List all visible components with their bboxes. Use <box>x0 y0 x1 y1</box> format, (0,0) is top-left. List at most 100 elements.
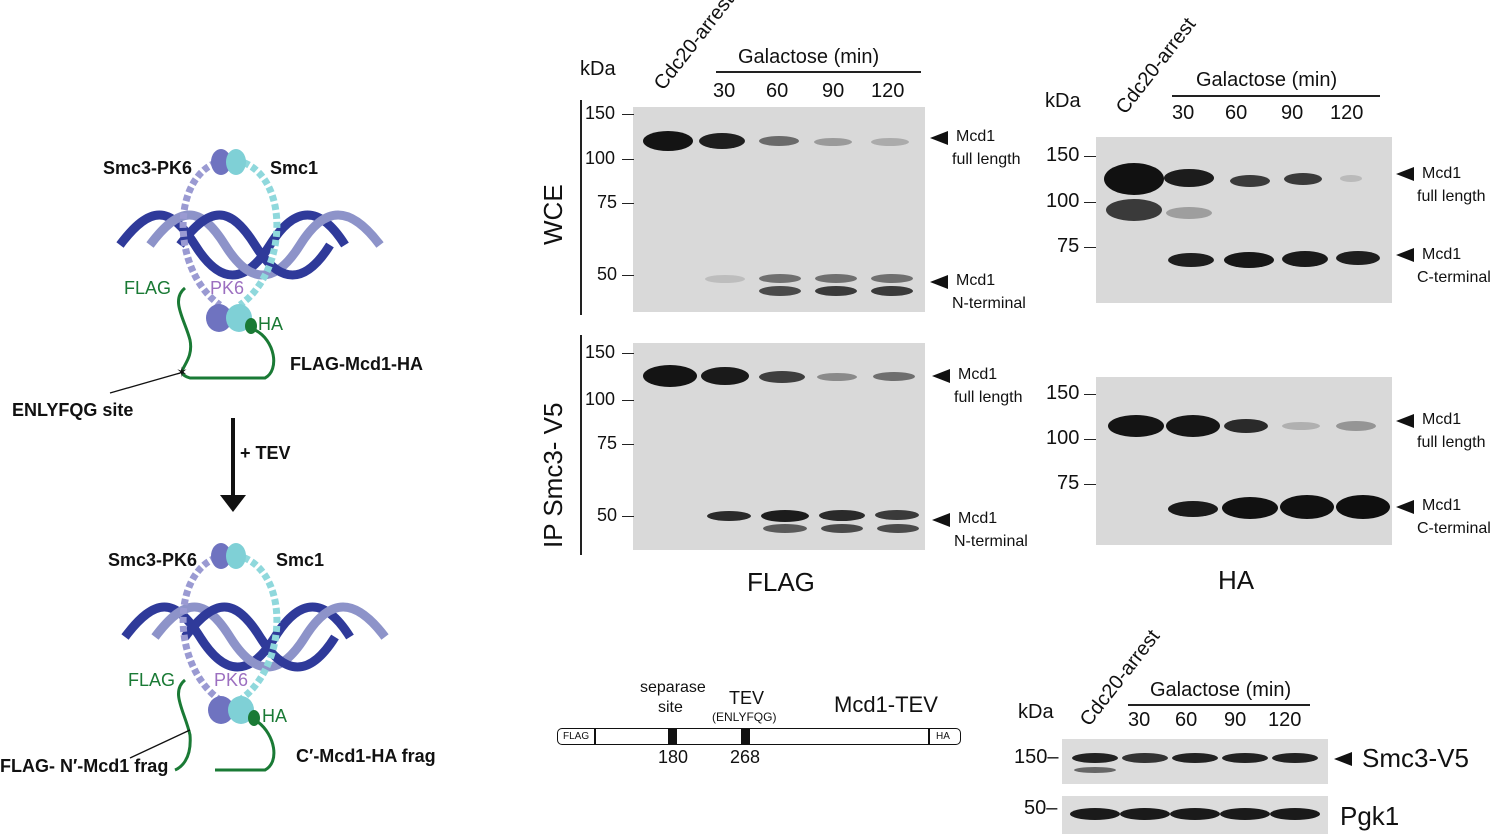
flag-wce-marker-100: 100 <box>585 148 616 168</box>
ha-ip-marker-150: 150 <box>1046 382 1080 404</box>
row-label-ip: IP Smc3- V5 <box>538 402 568 548</box>
c-frag-strand <box>215 720 276 772</box>
flag-ip-nt-line2: N-terminal <box>954 533 1028 550</box>
ha-ip-marker-75: 75 <box>1057 472 1080 494</box>
galactose-label-loading: Galactose (min) <box>1150 679 1292 701</box>
smc1-hinge-bottom <box>226 543 246 569</box>
flag-ip-marker-75: 75 <box>597 433 618 453</box>
n-frag-label: FLAG- N′-Mcd1 frag <box>0 756 169 776</box>
smc3-label-top: Smc3-PK6 <box>103 158 193 178</box>
flag-label-top: FLAG <box>124 278 172 298</box>
c-frag-label: C′-Mcd1-HA frag <box>296 746 436 766</box>
tev-arrow-label: + TEV <box>240 443 291 463</box>
mcd1-strand-top <box>177 286 276 380</box>
smc1-label-bottom: Smc1 <box>276 550 325 570</box>
loading-marker-50: 50– <box>1024 797 1058 819</box>
ha-ip-fl-line1: Mcd1 <box>1422 411 1462 428</box>
ha-wce-ct-arrow <box>1396 248 1414 262</box>
time-90-ha: 90 <box>1281 102 1304 124</box>
smc3-arm-bottom <box>179 551 226 703</box>
time-90-flag: 90 <box>822 80 845 102</box>
ha-wce-marker-150: 150 <box>1046 144 1080 166</box>
dna-helix-top <box>116 210 384 280</box>
ha-label-bottom: HA <box>262 706 288 726</box>
construct-label-top: FLAG-Mcd1-HA <box>290 354 423 374</box>
ha-ip-marker-100: 100 <box>1046 427 1080 449</box>
kda-label-flag: kDa <box>580 58 616 80</box>
smc3-v5-arrow <box>1334 752 1352 766</box>
tev-arrow-head <box>220 495 246 512</box>
time-120-flag: 120 <box>871 80 905 102</box>
flag-wce-fl-line2: full length <box>952 151 1021 168</box>
n-frag-strand <box>174 678 192 772</box>
smc3-head-top <box>206 304 232 332</box>
smc1-label-top: Smc1 <box>270 158 319 178</box>
smc3-v5-label: Smc3-V5 <box>1362 743 1469 773</box>
time-60-flag: 60 <box>766 80 789 102</box>
time-120-ha: 120 <box>1330 102 1364 124</box>
ha-wce-ct-line2: C-terminal <box>1417 269 1491 286</box>
flag-wce-fl-arrow <box>930 131 948 145</box>
construct-bar <box>557 728 961 745</box>
time-90-loading: 90 <box>1224 709 1247 731</box>
flag-wce-nt-line1: Mcd1 <box>956 272 996 289</box>
flag-ip-fl-arrow <box>932 369 950 383</box>
smc1-hinge-top <box>226 149 246 175</box>
flag-ip-marker-150: 150 <box>585 342 616 362</box>
ha-wce-blot <box>1096 137 1392 303</box>
ha-ip-fl-line2: full length <box>1417 434 1486 451</box>
ha-ip-ct-line2: C-terminal <box>1417 520 1491 537</box>
smc3-v5-blot <box>1062 739 1328 784</box>
flag-wce-blot <box>633 107 925 312</box>
pk6-label-bottom: PK6 <box>214 670 249 690</box>
smc1-arm-top <box>234 156 281 308</box>
time-60-ha: 60 <box>1225 102 1248 124</box>
kda-label-loading: kDa <box>1018 701 1054 723</box>
flag-ip-marker-50: 50 <box>597 505 618 525</box>
ha-ip-fl-arrow <box>1396 414 1414 428</box>
pgk1-label: Pgk1 <box>1340 801 1400 831</box>
ha-label-top: HA <box>258 314 284 334</box>
smc3-label-bottom: Smc3-PK6 <box>108 550 198 570</box>
construct-ha-tag: HA <box>936 731 950 742</box>
ha-ip-ct-arrow <box>1396 500 1414 514</box>
kda-label-ha: kDa <box>1045 90 1081 112</box>
smc3-head-bottom <box>208 696 234 724</box>
tev-sequence-label: (ENLYFQG) <box>712 710 777 724</box>
construct-flag-tag: FLAG <box>563 731 590 742</box>
smc3-hinge-top <box>211 149 231 175</box>
galactose-label-flag: Galactose (min) <box>738 46 880 68</box>
tev-label: TEV <box>729 688 765 708</box>
ha-wce-fl-line1: Mcd1 <box>1422 165 1462 182</box>
smc3-hinge-bottom <box>211 543 231 569</box>
time-30-ha: 30 <box>1172 102 1195 124</box>
galactose-label-ha: Galactose (min) <box>1196 69 1338 91</box>
cohesin-diagram-svg: ✶ <box>109 149 389 772</box>
separase-label-1: separase <box>640 679 706 696</box>
smc1-arm-bottom <box>234 551 281 703</box>
position-268: 268 <box>730 747 761 767</box>
flag-label-bottom: FLAG <box>128 670 176 690</box>
ha-panel-title: HA <box>1218 565 1255 595</box>
time-30-flag: 30 <box>713 80 736 102</box>
flag-ip-marker-100: 100 <box>585 389 616 409</box>
loading-marker-150: 150– <box>1014 746 1059 768</box>
svg-text:✶: ✶ <box>176 364 188 380</box>
construct-name: Mcd1-TEV <box>834 692 938 717</box>
ha-wce-fl-line2: full length <box>1417 188 1486 205</box>
flag-wce-fl-line1: Mcd1 <box>956 128 996 145</box>
separase-label-2: site <box>658 699 683 716</box>
position-180: 180 <box>658 747 689 767</box>
dna-helix-bottom <box>121 602 389 672</box>
flag-wce-marker-150: 150 <box>585 103 616 123</box>
tev-site-mark <box>741 728 750 745</box>
smc3-arm-top <box>179 156 226 308</box>
ha-wce-fl-arrow <box>1396 167 1414 181</box>
ha-wce-marker-75: 75 <box>1057 235 1080 257</box>
ha-ip-blot <box>1096 377 1392 545</box>
separase-site-mark <box>668 728 677 745</box>
time-120-loading: 120 <box>1268 709 1302 731</box>
ha-wce-ct-line1: Mcd1 <box>1422 246 1462 263</box>
flag-ip-fl-line1: Mcd1 <box>958 366 998 383</box>
ha-ip-ct-line1: Mcd1 <box>1422 497 1462 514</box>
